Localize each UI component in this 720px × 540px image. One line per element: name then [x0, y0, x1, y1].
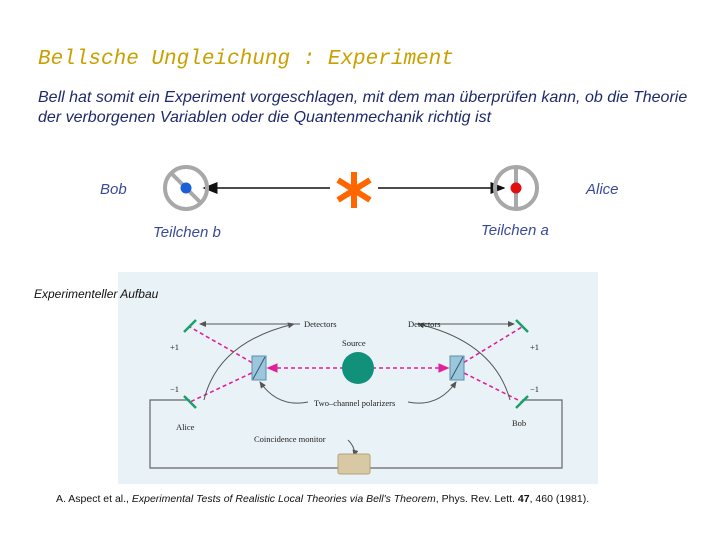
citation-authors: A. Aspect et al.,: [56, 493, 132, 505]
particle-b-label: Teilchen b: [153, 224, 221, 241]
citation-volume: 47: [517, 493, 530, 505]
alice-particle-dot: [510, 182, 522, 194]
bob-particle-dot: [180, 182, 192, 194]
bob-analyzer-icon: [163, 165, 209, 211]
apparatus-bob-label: Bob: [512, 418, 526, 428]
slide-subtitle: Bell hat somit ein Experiment vorgeschla…: [38, 89, 688, 126]
citation-pages: , 460 (1981).: [529, 493, 590, 505]
detector-left-minus-icon: [183, 395, 197, 409]
photon-beams: [189, 326, 523, 403]
pointer-right-detector-curve: [417, 322, 511, 401]
particle-a-label: Teilchen a: [481, 222, 549, 239]
plus-right-label: +1: [530, 342, 539, 352]
apparatus-caption: Experimenteller Aufbau: [34, 287, 159, 301]
source-label: Source: [342, 338, 366, 348]
plus-left-label: +1: [170, 342, 179, 352]
alice-analyzer-icon: [493, 165, 539, 211]
bell-schematic: [163, 165, 539, 211]
citation: A. Aspect et al., Experimental Tests of …: [56, 493, 589, 505]
pointer-polarizer-left: [259, 381, 309, 404]
bob-label: Bob: [100, 181, 127, 198]
polarizer-left-icon: [251, 355, 267, 381]
apparatus-diagram: Detectors Detectors Source +1 −1 +1 −1 T…: [118, 272, 598, 484]
source-star-icon: [336, 172, 372, 208]
alice-label: Alice: [586, 181, 619, 198]
source-icon: [342, 352, 374, 384]
minus-left-label: −1: [170, 384, 179, 394]
detector-left-plus-icon: [183, 319, 197, 333]
pointer-polarizer-right: [407, 381, 457, 404]
detector-right-plus-icon: [515, 319, 529, 333]
citation-journal: , Phys. Rev. Lett.: [435, 493, 518, 505]
polarizers-label: Two–channel polarizers: [314, 398, 395, 408]
pointer-left-detector-curve: [203, 322, 295, 401]
slide-title: Bellsche Ungleichung : Experiment: [38, 48, 454, 71]
coincidence-label: Coincidence monitor: [254, 434, 326, 444]
cable-bob: [370, 399, 563, 469]
cable-alice: [149, 399, 338, 469]
coincidence-monitor-icon: [337, 453, 371, 475]
citation-title: Experimental Tests of Realistic Local Th…: [131, 493, 436, 505]
apparatus-alice-label: Alice: [176, 422, 195, 432]
polarizer-right-icon: [449, 355, 465, 381]
minus-right-label: −1: [530, 384, 539, 394]
detector-icons: [183, 319, 529, 409]
apparatus-svg: Detectors Detectors Source +1 −1 +1 −1 T…: [149, 319, 563, 475]
detector-right-minus-icon: [515, 395, 529, 409]
detectors-left-label: Detectors: [304, 319, 337, 329]
detectors-right-label: Detectors: [408, 319, 441, 329]
